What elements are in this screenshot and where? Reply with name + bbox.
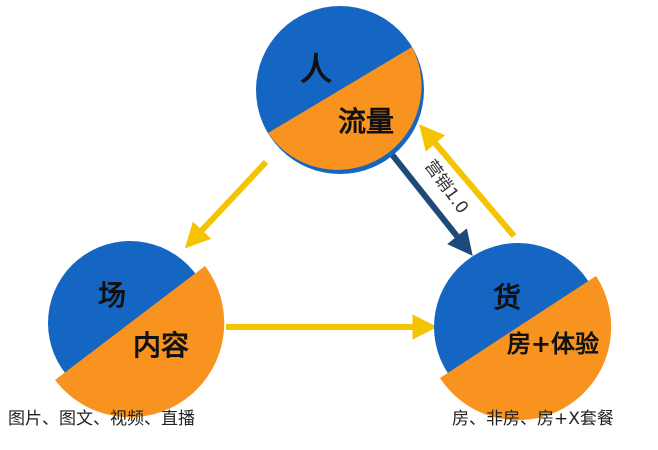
node-right-sublabel: 房+体验	[507, 330, 599, 358]
node-scene-content: 场 内容	[48, 241, 225, 418]
content-types-caption: 图片、图文、视频、直播	[8, 409, 195, 429]
node-top-sublabel: 流量	[338, 105, 394, 138]
arrow-flow-to-goods	[387, 150, 473, 256]
goods-types-caption: 房、非房、房+X套餐	[452, 409, 614, 429]
node-right-label: 货	[493, 281, 521, 314]
node-left-label: 场	[98, 279, 126, 312]
node-top-label: 人	[300, 50, 332, 88]
node-people-traffic: 人 流量	[256, 6, 424, 174]
node-left-sublabel: 内容	[133, 329, 189, 362]
node-goods-experience: 货 房+体验	[434, 243, 612, 421]
arrow-label: 营销1.0	[420, 156, 472, 217]
arrow-goods-to-flow	[419, 124, 517, 238]
arrow-flow-to-content	[184, 159, 269, 249]
